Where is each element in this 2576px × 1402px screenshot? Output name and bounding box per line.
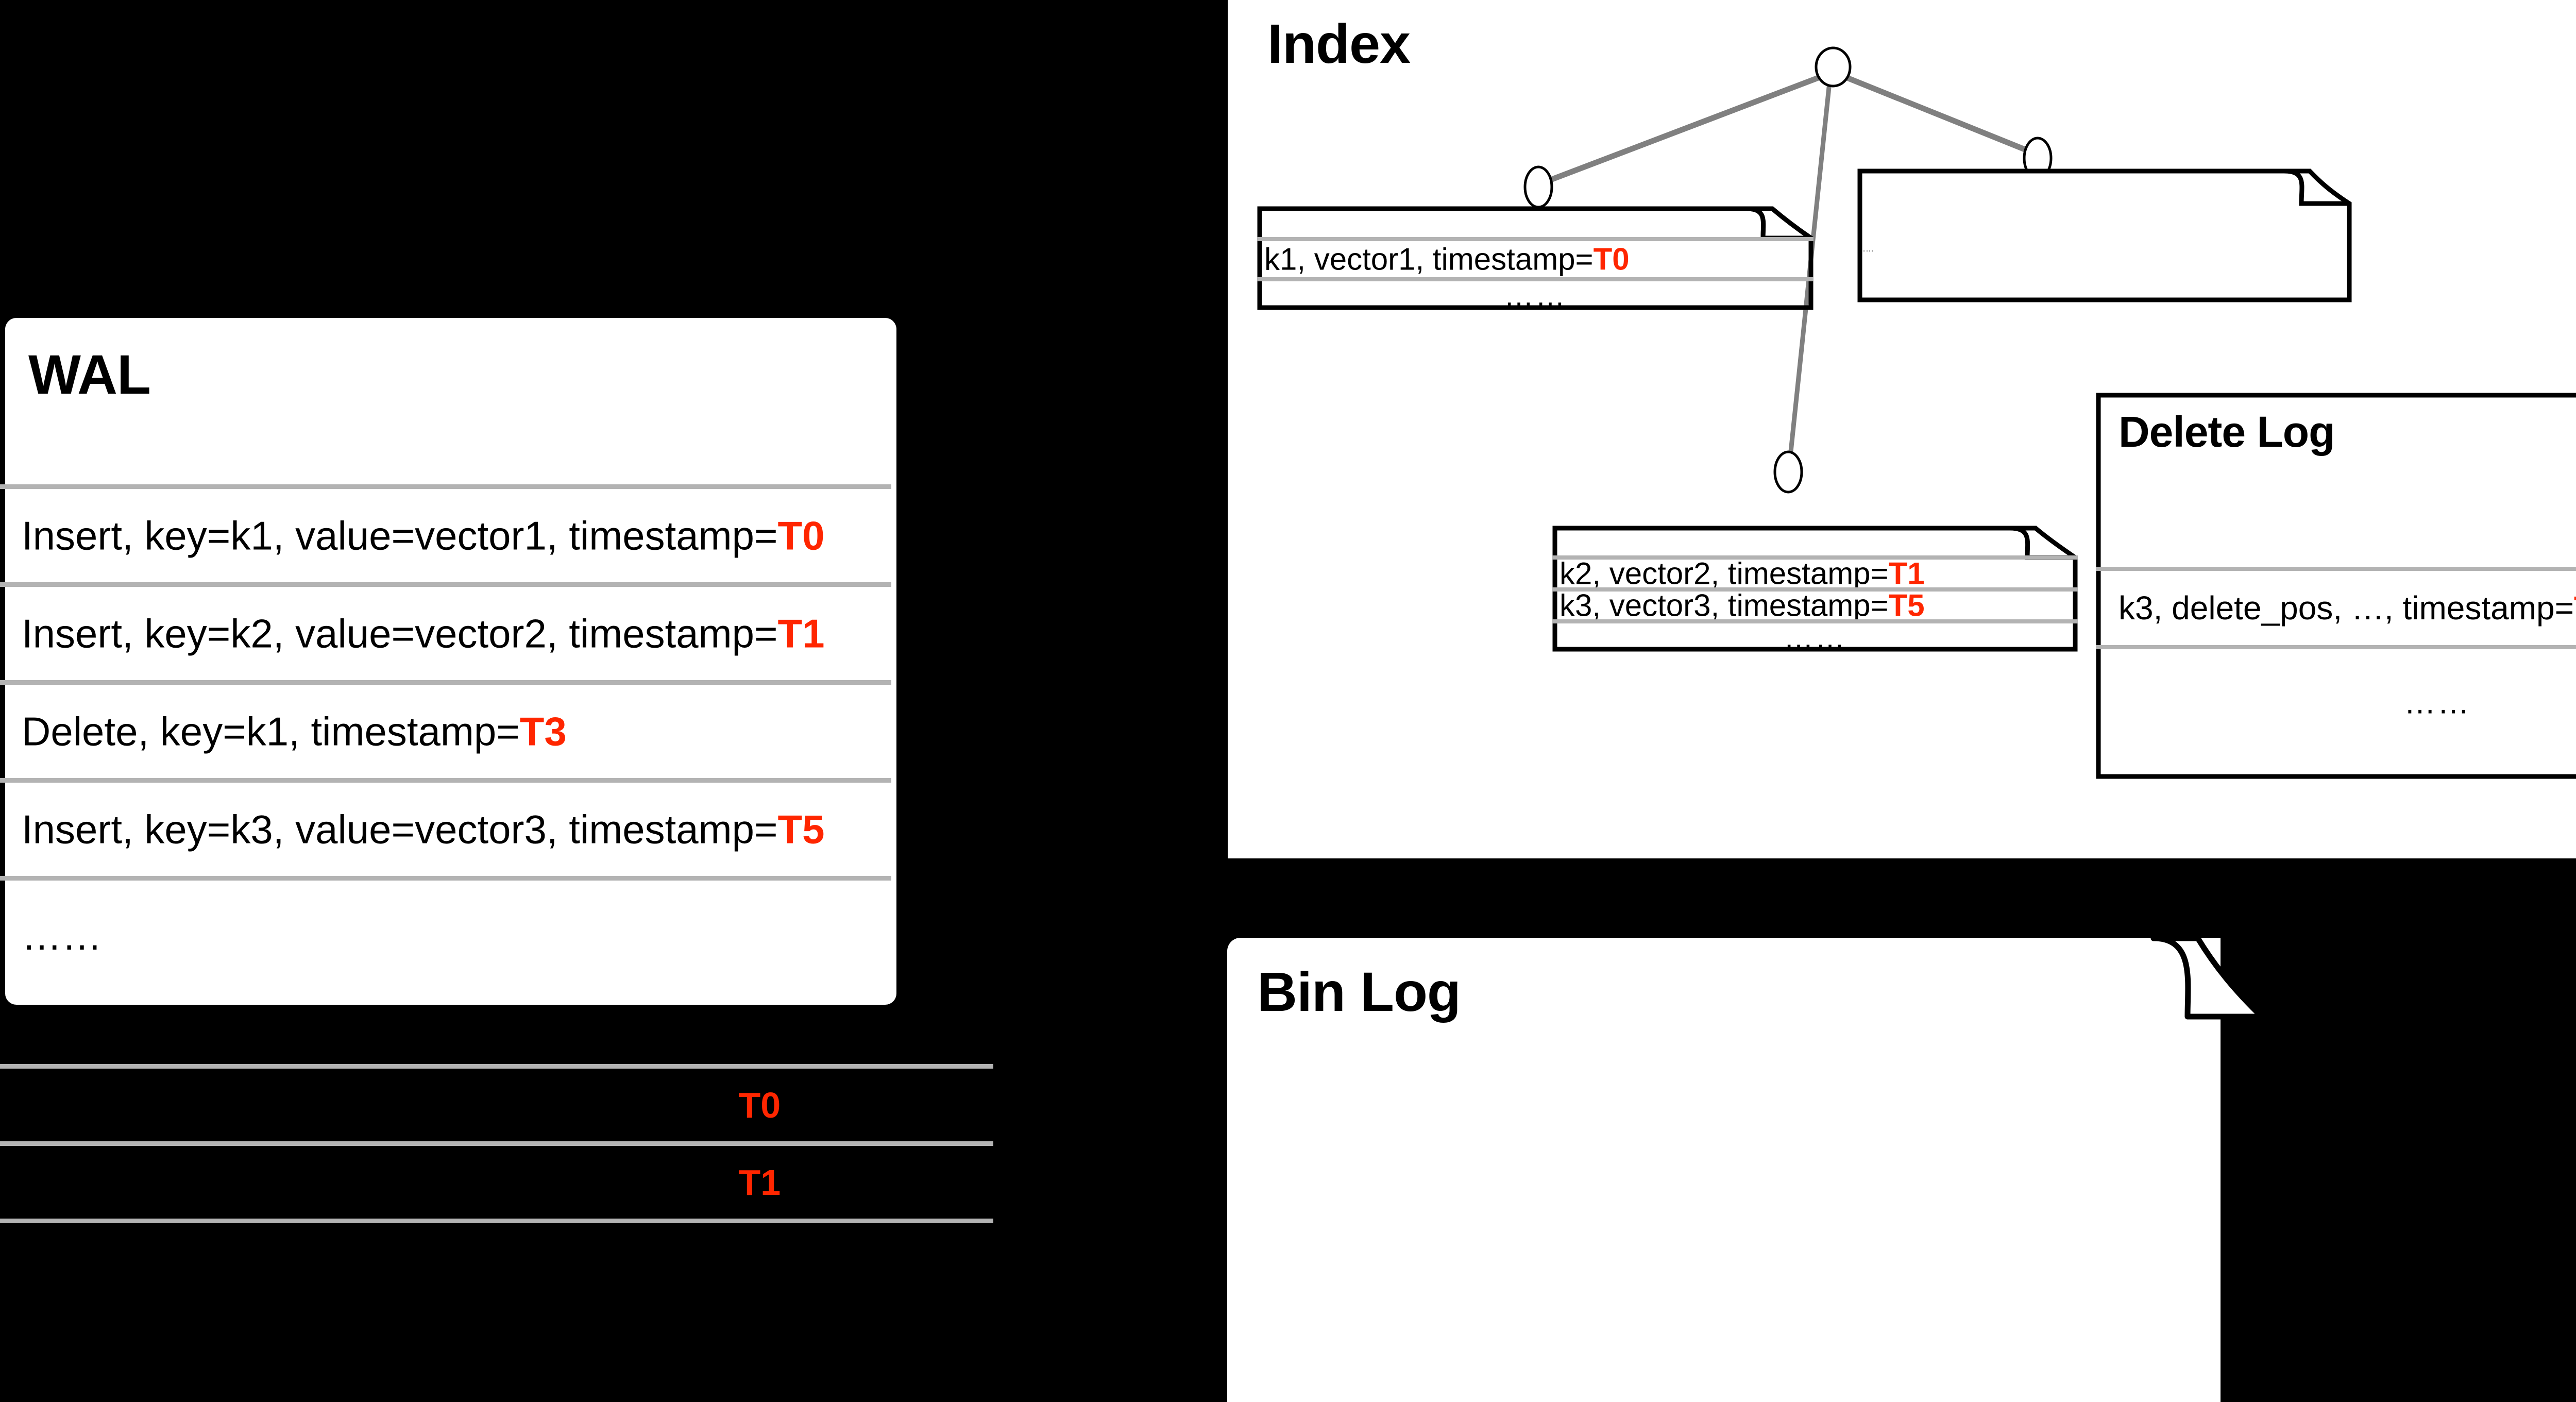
bin-log-row: ……: [0, 1219, 993, 1402]
bin-log-row-ellipsis: ……: [32, 1269, 108, 1309]
timestamp-value: T3: [519, 708, 567, 754]
card-row: k3, vector3, timestamp=T5: [1552, 587, 2078, 623]
wal-panel: [5, 318, 896, 1005]
delete-log-title: Delete Log: [2119, 408, 2335, 456]
bin-log-panel: [1227, 938, 2221, 1402]
card-row-text: k3, vector3, timestamp=T5: [1560, 588, 1925, 623]
card-row-text: k1, vector1, timestamp=T0: [1264, 242, 1630, 277]
card-row: k3, delete_pos, …, timestamp=T3: [2096, 567, 2576, 645]
index-leaf-card-ellipsis: ……: [1857, 168, 2352, 302]
wal-row: Insert, key=k3, value=vector3, timestamp…: [0, 778, 891, 876]
bin-log-row: Op=Insert, execution_time=3,…,timestamp=…: [0, 1064, 993, 1141]
bin-log-row-text: Op=Insert, execution_time=3,…,timestamp=…: [32, 1085, 781, 1125]
index-leaf-card-k1: k1, vector1, timestamp=T0 ……: [1257, 206, 1814, 313]
card-row: ……: [2096, 645, 2576, 776]
timestamp-value: T3: [2574, 589, 2576, 627]
timestamp-value: T0: [738, 1085, 781, 1125]
wal-title: WAL: [28, 343, 151, 406]
index-title: Index: [1267, 12, 1411, 75]
card-row-ellipsis: ……: [1504, 279, 1567, 313]
card-row-ellipsis: ……: [1784, 621, 1846, 654]
card-row: k1, vector1, timestamp=T0: [1257, 237, 1814, 277]
wal-row-ellipsis: ……: [22, 913, 102, 958]
timestamp-value: T5: [777, 806, 825, 852]
card-row-text: k2, vector2, timestamp=T1: [1560, 556, 1925, 591]
wal-row-text: Insert, key=k2, value=vector2, timestamp…: [22, 611, 825, 656]
bin-log-title: Bin Log: [1257, 960, 1461, 1023]
card-row: k2, vector2, timestamp=T1: [1552, 555, 2078, 591]
wal-row: Insert, key=k2, value=vector2, timestamp…: [0, 582, 891, 680]
card-row: ……: [1257, 277, 1814, 313]
timestamp-value: T5: [1888, 588, 1925, 623]
timestamp-value: T0: [1593, 242, 1630, 277]
bin-log-row: Op=Insert, execution_time=5,…,timestamp=…: [0, 1141, 993, 1219]
wal-row-text: Delete, key=k1, timestamp=T3: [22, 708, 567, 754]
wal-row: Delete, key=k1, timestamp=T3: [0, 680, 891, 778]
timestamp-value: T1: [777, 611, 825, 656]
bin-log-fold-icon: [2150, 935, 2265, 1020]
wal-row-text: Insert, key=k1, value=vector1, timestamp…: [22, 513, 825, 558]
index-leaf-card-k2-k3: k2, vector2, timestamp=T1 k3, vector3, t…: [1552, 526, 2078, 654]
wal-row: ……: [0, 876, 891, 1005]
card-row-ellipsis: ……: [2404, 685, 2471, 721]
timestamp-value: T0: [777, 513, 825, 558]
card-row-text: k3, delete_pos, …, timestamp=T3: [2119, 589, 2576, 627]
document-shape-icon: [1857, 168, 2352, 302]
delete-log-card: Delete Log k3, delete_pos, …, timestamp=…: [2096, 393, 2576, 779]
wal-row-text: Insert, key=k3, value=vector3, timestamp…: [22, 806, 825, 852]
timestamp-value: T1: [738, 1162, 781, 1203]
card-row: ……: [1552, 619, 2078, 654]
card-row-ellipsis: ……: [1857, 245, 1874, 254]
timestamp-value: T1: [1888, 556, 1925, 591]
bin-log-row-text: Op=Insert, execution_time=5,…,timestamp=…: [32, 1162, 781, 1203]
wal-row: Insert, key=k1, value=vector1, timestamp…: [0, 484, 891, 582]
document-shape-icon: [2096, 393, 2576, 779]
